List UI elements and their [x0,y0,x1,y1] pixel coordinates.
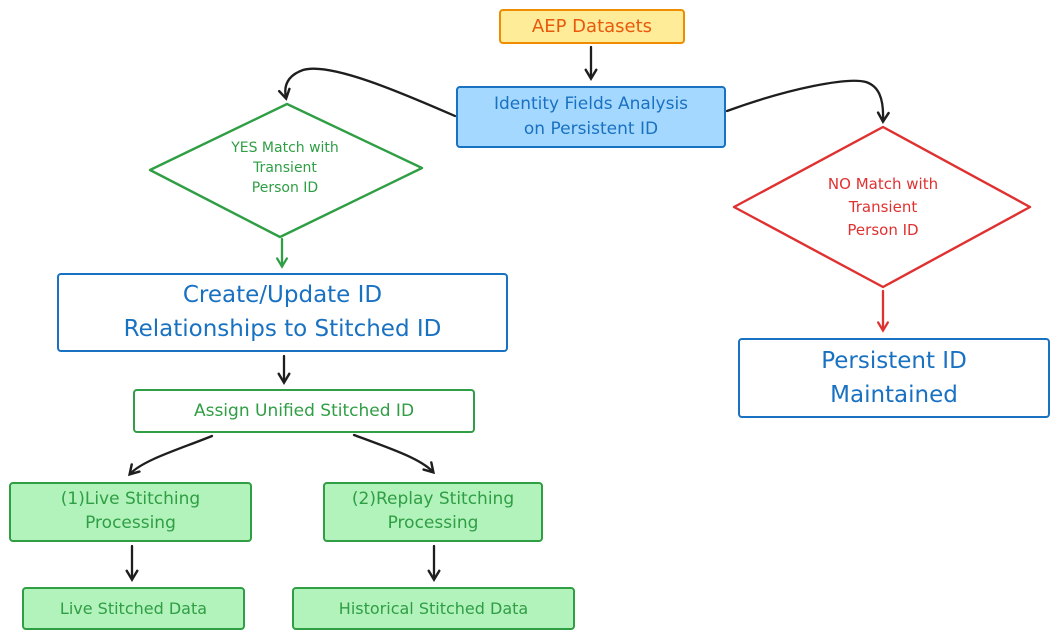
edge-identity-to-no[interactable] [725,79,890,124]
replay-stitching-processing-node[interactable]: (2)Replay Stitching Processing [323,482,543,542]
live-stitched-data-label: Live Stitched Data [59,599,208,618]
live-stitching-processing-node[interactable]: (1)Live Stitching Processing [9,482,252,542]
create-update-id-node[interactable]: Create/Update ID Relationships to Stitch… [57,273,508,352]
assign-unified-label: Assign Unified Stitched ID [193,401,415,421]
persistent-id-maintained-label: Persistent ID Maintained [821,347,967,409]
aep-datasets-label: AEP Datasets [531,16,653,37]
edge-assign-to-live[interactable] [127,434,214,477]
aep-datasets-node[interactable]: AEP Datasets [499,9,685,44]
create-update-id-label: Create/Update ID Relationships to Stitch… [123,282,442,342]
yes-diamond-label: YES Match with Transient Person ID [231,140,339,196]
replay-stitching-processing-label: (2)Replay Stitching Processing [351,489,515,533]
no-diamond-shape[interactable] [732,125,1032,289]
yes-diamond-shape[interactable] [148,102,424,239]
edge-assign-to-replay[interactable] [352,433,436,475]
live-stitching-processing-label: (1)Live Stitching Processing [60,489,201,533]
no-diamond-label: NO Match with Transient Person ID [827,175,939,239]
live-stitched-data-node[interactable]: Live Stitched Data [22,587,245,630]
historical-stitched-data-label: Historical Stitched Data [338,599,529,618]
identity-analysis-node[interactable]: Identity Fields Analysis on Persistent I… [456,86,726,148]
identity-analysis-label: Identity Fields Analysis on Persistent I… [493,94,689,139]
edge-identity-to-yes[interactable] [277,67,457,118]
persistent-id-maintained-node[interactable]: Persistent ID Maintained [738,338,1050,418]
assign-unified-node[interactable]: Assign Unified Stitched ID [133,389,475,433]
historical-stitched-data-node[interactable]: Historical Stitched Data [292,587,575,630]
